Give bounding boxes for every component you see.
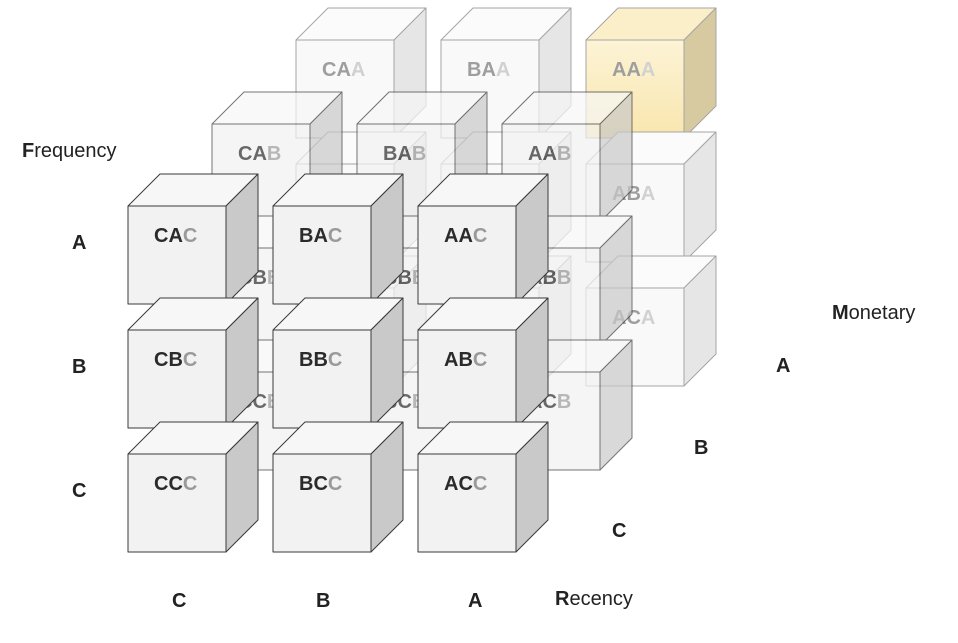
monetary-axis-label: Monetary bbox=[832, 302, 916, 324]
cube-label: CAC bbox=[154, 225, 197, 247]
cube-cbc: CBC bbox=[127, 297, 259, 429]
cube-label: BAC bbox=[299, 225, 342, 247]
cube-label: AAA bbox=[612, 59, 655, 81]
monetary-tick-a: A bbox=[776, 355, 791, 377]
cube-label: CCC bbox=[154, 473, 197, 495]
recency-axis-label: Recency bbox=[555, 588, 633, 610]
cube-label: CAA bbox=[322, 59, 365, 81]
cube-layer-monetary-c: AAC BAC CAC ABC BBC CBC ACC BCC CCC bbox=[127, 173, 549, 553]
cube-front-face bbox=[272, 329, 372, 429]
cube-front-face bbox=[127, 205, 227, 305]
cube-label: ACC bbox=[444, 473, 487, 495]
recency-tick-c: C bbox=[172, 590, 187, 612]
monetary-tick-b: B bbox=[694, 437, 709, 459]
cube-acc: ACC bbox=[417, 421, 549, 553]
cube-top-face bbox=[295, 7, 427, 41]
frequency-tick-b: B bbox=[72, 356, 87, 378]
cube-front-face bbox=[127, 329, 227, 429]
cube-front-face bbox=[417, 329, 517, 429]
cube-cac: CAC bbox=[127, 173, 259, 305]
cube-label: BAB bbox=[383, 143, 426, 165]
cube-label: AAC bbox=[444, 225, 487, 247]
cube-bac: BAC bbox=[272, 173, 404, 305]
cube-label: CAB bbox=[238, 143, 281, 165]
cube-ccc: CCC bbox=[127, 421, 259, 553]
cube-side-face bbox=[683, 131, 717, 263]
cube-bbc: BBC bbox=[272, 297, 404, 429]
cube-label: CBC bbox=[154, 349, 197, 371]
cube-front-face bbox=[272, 453, 372, 553]
cube-label: AAB bbox=[528, 143, 571, 165]
frequency-tick-a: A bbox=[72, 232, 87, 254]
cube-bcc: BCC bbox=[272, 421, 404, 553]
cube-front-face bbox=[417, 205, 517, 305]
recency-tick-b: B bbox=[316, 590, 331, 612]
cube-side-face bbox=[683, 255, 717, 387]
cube-front-face bbox=[127, 453, 227, 553]
cube-label: BAA bbox=[467, 59, 510, 81]
cube-front-face bbox=[417, 453, 517, 553]
cube-front-face bbox=[272, 205, 372, 305]
cube-label: ABC bbox=[444, 349, 487, 371]
cube-aac: AAC bbox=[417, 173, 549, 305]
frequency-axis-label: Frequency bbox=[22, 140, 117, 162]
recency-tick-a: A bbox=[468, 590, 483, 612]
cube-label: BBC bbox=[299, 349, 342, 371]
cube-label: BCC bbox=[299, 473, 342, 495]
monetary-tick-c: C bbox=[612, 520, 627, 542]
cube-top-face bbox=[440, 7, 572, 41]
cube-abc: ABC bbox=[417, 297, 549, 429]
frequency-tick-c: C bbox=[72, 480, 87, 502]
